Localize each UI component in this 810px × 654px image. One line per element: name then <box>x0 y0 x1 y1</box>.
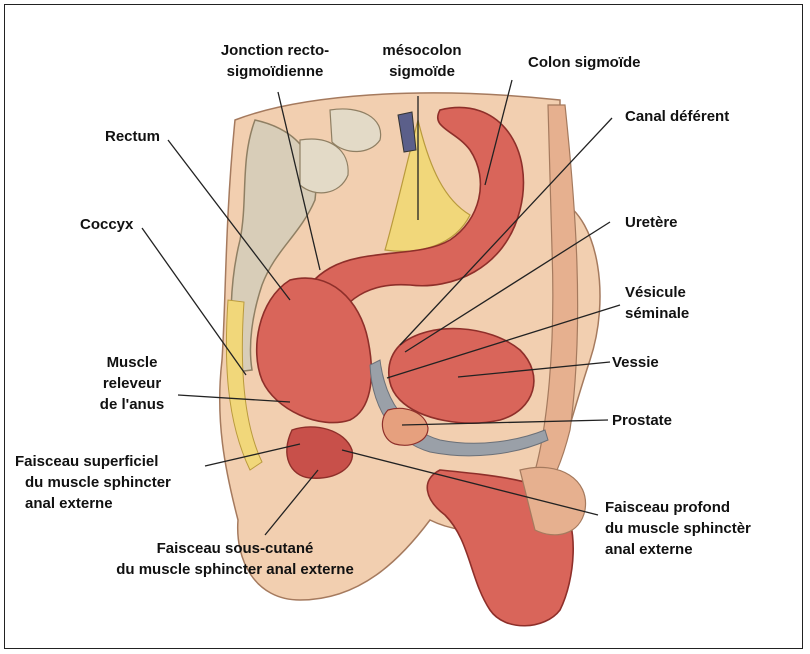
label-rectum: Rectum <box>105 126 160 147</box>
label-canal-deferent: Canal déférent <box>625 106 729 127</box>
label-vessie: Vessie <box>612 352 659 373</box>
label-uretere: Uretère <box>625 212 678 233</box>
label-colon-sigmoide: Colon sigmoïde <box>528 52 641 73</box>
label-prostate: Prostate <box>612 410 672 431</box>
label-jonction-recto-sigmoidienne: Jonction recto-sigmoïdienne <box>190 40 360 82</box>
label-faisceau-superficiel: Faisceau superficiel du muscle sphincter… <box>15 451 171 514</box>
label-coccyx: Coccyx <box>80 214 133 235</box>
